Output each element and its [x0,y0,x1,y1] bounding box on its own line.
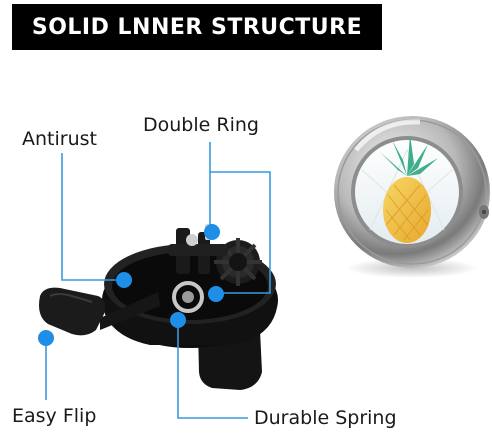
page-title: SOLID LNNER STRUCTURE [31,14,363,40]
callout-lines [45,142,271,419]
label-antirust: Antirust [22,128,97,150]
label-easy-flip: Easy Flip [12,405,97,427]
label-durable-spring: Durable Spring [254,407,397,429]
callout-dot-icon [38,330,54,346]
title-banner: SOLID LNNER STRUCTURE [12,4,382,50]
callout-dot-icon [208,286,224,302]
pineapple-bell-image [334,116,490,278]
bell-mechanism-image [39,224,278,390]
label-double-ring: Double Ring [143,114,259,136]
callout-dot-icon [170,312,186,328]
callout-dot-icon [116,272,132,288]
callout-dot-icon [204,224,220,240]
